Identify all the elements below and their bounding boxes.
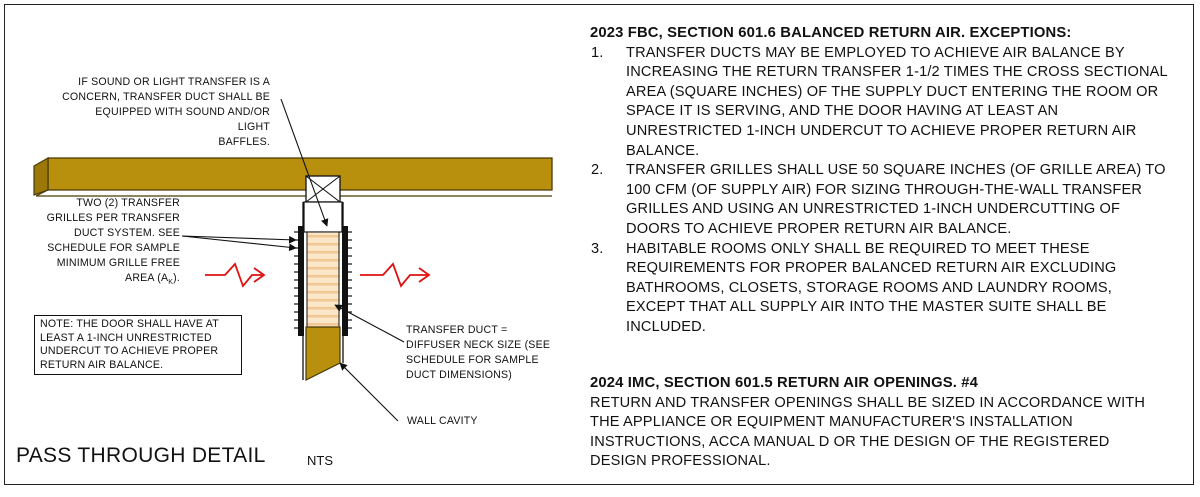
detail-title: PASS THROUGH DETAIL — [16, 444, 266, 467]
subscript: K — [168, 279, 174, 287]
item-line: EXCEPT THAT ALL SUPPLY AIR INTO THE MAST… — [626, 299, 1107, 316]
note-line: EQUIPPED WITH SOUND AND/OR LIGHT — [95, 106, 270, 133]
item-line: 100 CFM (OF SUPPLY AIR) FOR SIZING THROU… — [626, 181, 1143, 198]
fbc-heading: 2023 FBC, SECTION 601.6 BALANCED RETURN … — [590, 25, 1072, 41]
note-line: SCHEDULE FOR SAMPLE — [406, 354, 539, 366]
imc-line: RETURN AND TRANSFER OPENINGS SHALL BE SI… — [590, 394, 1146, 411]
wall-cavity — [302, 201, 344, 381]
door-undercut-note: NOTE: THE DOOR SHALL HAVE AT LEAST A 1-I… — [34, 315, 242, 375]
detail-scale: NTS — [307, 453, 333, 468]
list-item: 2. TRANSFER GRILLES SHALL USE 50 SQUARE … — [590, 161, 1190, 239]
note-line: GRILLES PER TRANSFER — [46, 212, 180, 224]
item-line: UNRESTRICTED 1-INCH UNDERCUT TO ACHIEVE … — [626, 122, 1137, 139]
item-line: GRILLES AND USING AN UNRESTRICTED 1-INCH… — [626, 201, 1121, 218]
note-line: BAFFLES. — [218, 136, 270, 148]
item-line: DOORS TO ACHIEVE PROPER RETURN AIR BALAN… — [626, 220, 1012, 237]
imc-line: INSTRUCTIONS, ACCA MANUAL D OR THE DESIG… — [590, 433, 1110, 450]
imc-line: DESIGN PROFESSIONAL. — [590, 453, 771, 470]
note-line: AREA (AK). — [30, 271, 180, 290]
item-line: HABITABLE ROOMS ONLY SHALL BE REQUIRED T… — [626, 240, 1090, 257]
note-line: IF SOUND OR LIGHT TRANSFER IS A — [78, 76, 270, 88]
note-line: DUCT SYSTEM. SEE — [73, 227, 180, 239]
imc-heading: 2024 IMC, SECTION 601.5 RETURN AIR OPENI… — [590, 375, 979, 391]
note-line: TWO (2) TRANSFER — [76, 197, 180, 209]
list-item: 3. HABITABLE ROOMS ONLY SHALL BE REQUIRE… — [590, 240, 1190, 338]
item-line: REQUIREMENTS FOR PROPER BALANCED RETURN … — [626, 260, 1117, 277]
note-line: TRANSFER DUCT = — [406, 324, 508, 336]
note-line: DIFFUSER NECK SIZE (SEE — [406, 339, 551, 351]
note-line: MINIMUM GRILLE FREE — [56, 257, 180, 269]
note-line: RETURN AIR BALANCE. — [40, 358, 164, 371]
drawing-border — [4, 4, 1194, 485]
note-line: SCHEDULE FOR SAMPLE — [47, 242, 180, 254]
note-text: AREA (A — [125, 272, 169, 284]
pass-through-detail-drawing: IF SOUND OR LIGHT TRANSFER IS A CONCERN,… — [0, 0, 600, 492]
fbc-exceptions-list: 1. TRANSFER DUCTS MAY BE EMPLOYED TO ACH… — [590, 44, 1190, 338]
note-line: DUCT DIMENSIONS) — [406, 369, 513, 381]
item-number: 1. — [591, 44, 604, 61]
airflow-arrow-left — [205, 262, 266, 288]
transfer-duct-note: TRANSFER DUCT = DIFFUSER NECK SIZE (SEE … — [406, 323, 576, 383]
item-number: 2. — [591, 162, 604, 179]
transfer-grilles-note: TWO (2) TRANSFER GRILLES PER TRANSFER DU… — [30, 196, 180, 290]
ceiling-framing — [33, 156, 553, 197]
item-line: INCLUDED. — [626, 318, 707, 335]
note-line: UNDERCUT TO ACHIEVE PROPER — [40, 345, 219, 357]
item-line: TRANSFER GRILLES SHALL USE 50 SQUARE INC… — [626, 162, 1166, 179]
item-line: SPACE IT IS SERVING, AND THE DOOR HAVING… — [626, 103, 1059, 120]
item-line: AREA (SQUARE INCHES) OF THE SUPPLY DUCT … — [626, 83, 1159, 100]
note-text: ). — [173, 272, 180, 284]
imc-section: 2024 IMC, SECTION 601.5 RETURN AIR OPENI… — [590, 374, 1190, 472]
item-line: BATHROOMS, CLOSETS, STORAGE ROOMS AND LA… — [626, 279, 1112, 296]
item-line: TRANSFER DUCTS MAY BE EMPLOYED TO ACHIEV… — [626, 44, 1125, 61]
item-line: INCREASING THE RETURN TRANSFER 1-1/2 TIM… — [626, 64, 1168, 81]
sound-baffle-note: IF SOUND OR LIGHT TRANSFER IS A CONCERN,… — [60, 75, 270, 150]
leader-lines — [181, 98, 405, 422]
list-item: 1. TRANSFER DUCTS MAY BE EMPLOYED TO ACH… — [590, 44, 1190, 162]
top-blocking — [305, 175, 341, 203]
note-line: NOTE: THE DOOR SHALL HAVE AT — [40, 318, 219, 330]
detail-svg — [33, 98, 553, 422]
wall-cavity-label: WALL CAVITY — [407, 415, 478, 427]
fbc-section: 2023 FBC, SECTION 601.6 BALANCED RETURN … — [590, 24, 1190, 338]
item-number: 3. — [591, 240, 604, 257]
note-line: LEAST A 1-INCH UNRESTRICTED — [40, 331, 212, 344]
imc-line: THE APPLIANCE OR EQUIPMENT MANUFACTURER'… — [590, 414, 1073, 431]
note-line: CONCERN, TRANSFER DUCT SHALL BE — [62, 91, 270, 103]
airflow-arrow-right — [360, 262, 431, 288]
item-line: BALANCE. — [626, 142, 700, 159]
